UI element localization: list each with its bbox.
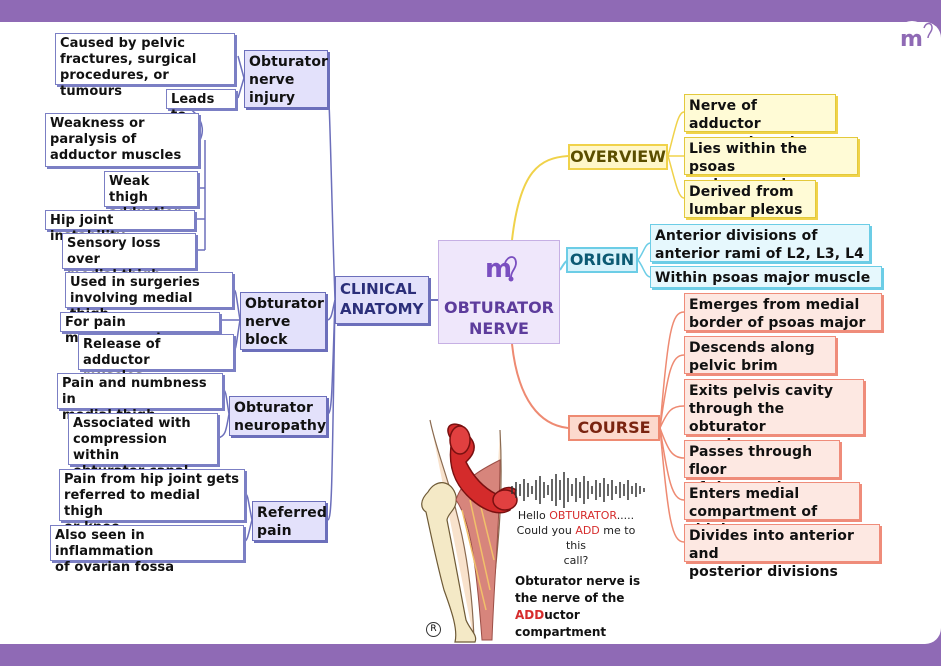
referred-item: Also seen in inflammation of ovarian fos… xyxy=(50,525,244,575)
injury-effect: Weakness or paralysis of adductor muscle… xyxy=(45,113,199,167)
speech-text: ..... xyxy=(616,509,635,522)
note-text: uctor compartment xyxy=(515,608,607,639)
injury-cause: Caused by pelvic fractures, surgical pro… xyxy=(55,33,235,99)
note-highlight: ADD xyxy=(515,608,545,622)
speech-bubble: Hello OBTURATOR..... Could you ADD me to… xyxy=(508,508,644,568)
telephone-icon xyxy=(447,423,518,514)
speech-text: Could you xyxy=(516,524,576,537)
overview-item: Derived from lumbar plexus xyxy=(684,180,816,218)
registered-mark: R xyxy=(426,622,441,637)
speech-text: Hello xyxy=(517,509,550,522)
block-header: Obturator nerve block xyxy=(240,292,326,350)
origin-item: Within psoas major muscle xyxy=(650,266,882,288)
course-item: Exits pelvis cavity through the obturato… xyxy=(684,379,864,453)
course-header: COURSE xyxy=(568,415,660,441)
referred-header: Referred pain xyxy=(252,501,327,541)
origin-header: ORIGIN xyxy=(566,247,638,273)
bottom-frame xyxy=(0,644,941,666)
course-item: Descends along pelvic brim xyxy=(684,336,836,374)
center-node: m OBTURATOR NERVE xyxy=(438,240,560,344)
overview-header: OVERVIEW xyxy=(568,144,668,170)
clinical-anatomy-node: CLINICAL ANATOMY xyxy=(335,276,429,324)
speech-highlight: ADD xyxy=(575,524,600,537)
speech-line-1: Hello OBTURATOR..... xyxy=(508,508,644,523)
note-text: Obturator nerve is the nerve of the xyxy=(515,574,641,605)
origin-item: Anterior divisions of anterior rami of L… xyxy=(650,224,870,262)
neuropathy-header: Obturator neuropathy xyxy=(229,396,327,436)
center-title: OBTURATOR NERVE xyxy=(444,298,554,338)
speech-highlight: OBTURATOR xyxy=(549,509,617,522)
course-item: Divides into anterior and posterior divi… xyxy=(684,524,880,580)
speech-line-2: Could you ADD me to this xyxy=(508,523,644,553)
course-item: Emerges from medial border of psoas majo… xyxy=(684,293,882,331)
injury-header: Obturator nerve injury xyxy=(244,50,328,108)
svg-text:m: m xyxy=(900,27,923,52)
copyright-text: © 2025 by Teachspoon EdTech Private Limi… xyxy=(905,281,920,620)
stethoscope-logo-icon: m xyxy=(485,254,517,284)
referred-item: Pain from hip joint gets referred to med… xyxy=(59,469,245,535)
speech-text: me to this xyxy=(565,524,636,552)
sound-wave-icon xyxy=(511,472,645,508)
speech-line-3: call? xyxy=(563,554,589,567)
block-item: Used in surgeries involving medial thigh xyxy=(65,272,233,322)
femur-bone xyxy=(421,482,477,643)
